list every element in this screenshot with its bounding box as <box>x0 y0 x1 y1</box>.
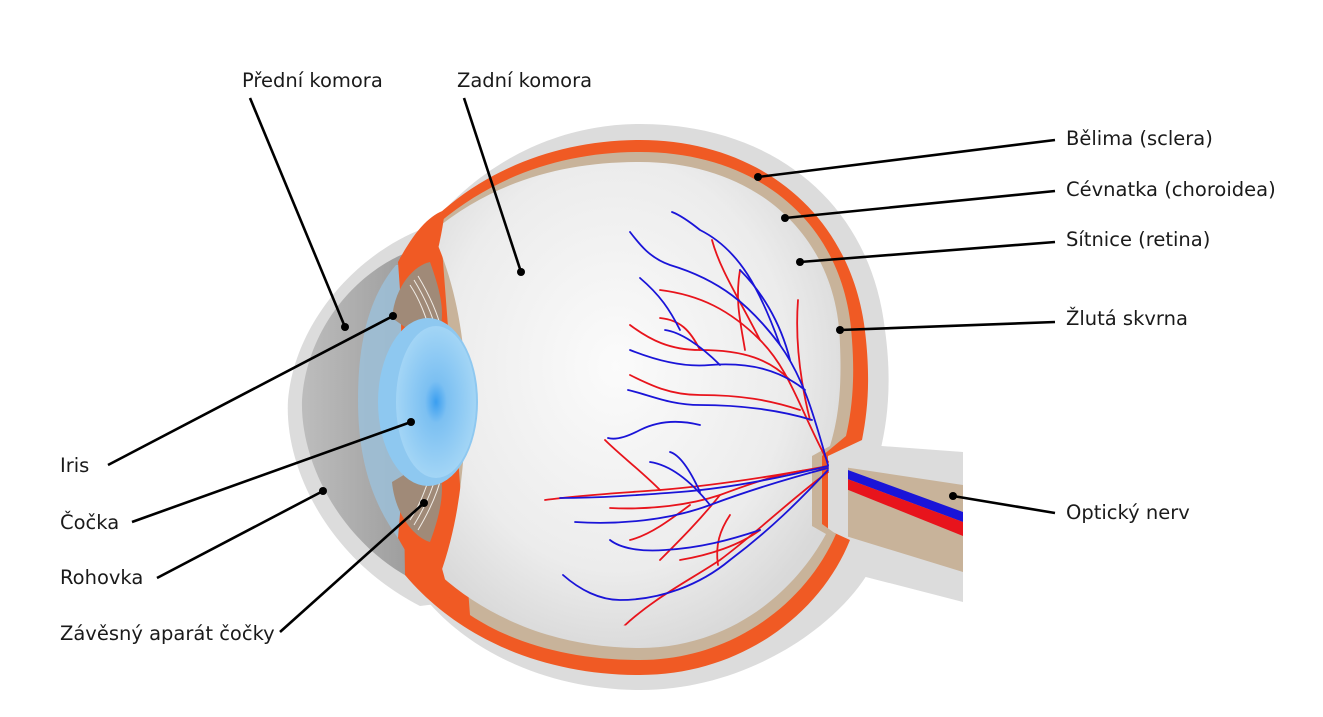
label-iris: Iris <box>60 454 89 477</box>
retinal-veins <box>559 211 829 601</box>
label-choroid: Cévnatka (choroidea) <box>1066 178 1276 201</box>
label-cornea: Rohovka <box>60 566 143 589</box>
label-optic-nerve: Optický nerv <box>1066 501 1190 524</box>
vitreous-body <box>432 162 841 648</box>
optic-nerve-artery-stripe <box>826 471 963 536</box>
leader-lines <box>107 97 1056 633</box>
label-macula: Žlutá skvrna <box>1066 307 1188 330</box>
label-lens: Čočka <box>60 510 119 534</box>
label-posterior-chamber: Zadní komora <box>457 69 592 92</box>
iris-lower <box>392 470 442 542</box>
label-zonule: Závěsný aparát čočky <box>60 622 275 645</box>
label-retina: Sítnice (retina) <box>1066 228 1210 251</box>
label-sclera: Bělima (sclera) <box>1066 127 1213 150</box>
optic-nerve-vein-stripe <box>826 462 963 522</box>
retinal-arteries <box>544 239 829 626</box>
lens-core <box>396 326 476 478</box>
label-anterior-chamber: Přední komora <box>242 69 383 92</box>
retinal-vessels <box>544 211 829 626</box>
